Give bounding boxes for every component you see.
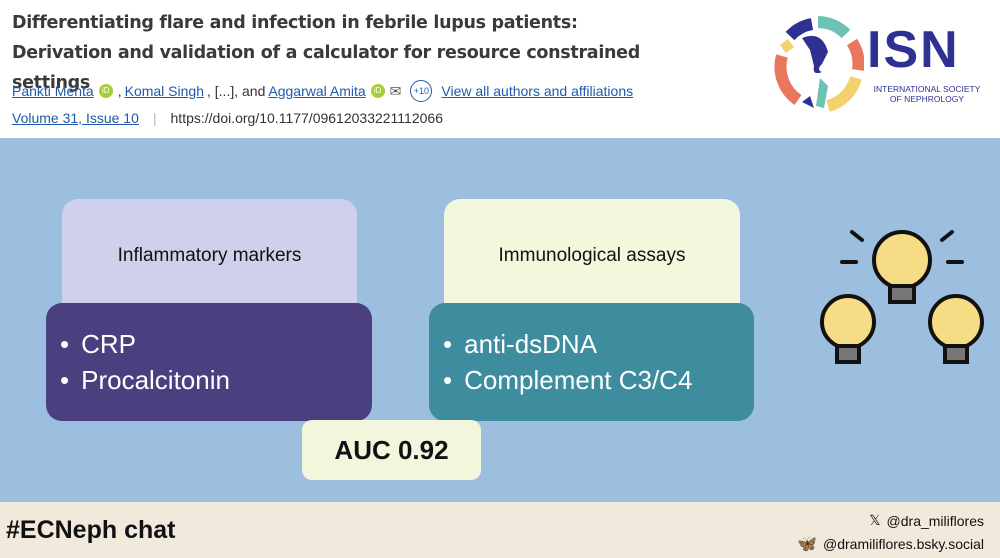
article-header: Differentiating flare and infection in f… xyxy=(0,0,1000,138)
isn-globe-icon xyxy=(774,16,865,112)
doi-text: https://doi.org/10.1177/0961203322111206… xyxy=(170,110,443,126)
list-item: anti-dsDNA xyxy=(443,326,597,362)
isn-logo-text: ISN xyxy=(867,21,960,79)
article-meta: Volume 31, Issue 10 | https://doi.org/10.1… xyxy=(12,110,443,126)
hashtag: #ECNeph chat xyxy=(6,516,176,544)
x-icon: 𝕏 xyxy=(869,512,881,528)
article-title: Differentiating flare and infection in f… xyxy=(12,13,640,93)
x-handle-text: @dra_miliflores xyxy=(886,512,984,529)
author-link[interactable]: Komal Singh xyxy=(124,83,204,99)
list-item: CRP xyxy=(60,326,136,362)
bluesky-handle[interactable]: 🦋 @dramiliflores.bsky.social xyxy=(797,534,984,554)
auc-badge: AUC 0.92 xyxy=(302,420,481,480)
inflammatory-markers-header: Inflammatory markers xyxy=(62,199,357,317)
immunological-assays-list: anti-dsDNA Complement C3/C4 xyxy=(429,303,754,421)
more-authors-button[interactable]: +10 xyxy=(410,80,433,102)
inflammatory-markers-list: CRP Procalcitonin xyxy=(46,303,372,421)
bluesky-butterfly-icon: 🦋 xyxy=(797,536,817,553)
divider: | xyxy=(152,110,157,126)
lightbulbs-icon xyxy=(820,230,984,364)
bluesky-handle-text: @dramiliflores.bsky.social xyxy=(823,536,984,552)
separator: , xyxy=(117,83,122,99)
ellipsis-text: , [...], and xyxy=(207,83,266,99)
orcid-icon[interactable]: iD xyxy=(370,84,385,98)
isn-logo: ISN INTERNATIONAL SOCIETY OF NEPHROLOGY xyxy=(772,16,982,112)
view-all-authors-link[interactable]: View all authors and affiliations xyxy=(441,83,634,99)
infographic-panel: Inflammatory markers Immunological assay… xyxy=(0,138,1000,502)
footer: #ECNeph chat 𝕏 @dra_miliflores 🦋 @dramil… xyxy=(0,502,1000,558)
author-list: Pankti Mehta iD , Komal Singh , [...], a… xyxy=(12,80,633,102)
author-link[interactable]: Aggarwal Amita xyxy=(268,83,366,99)
list-item: Procalcitonin xyxy=(60,362,230,398)
volume-link[interactable]: Volume 31, Issue 10 xyxy=(12,110,139,126)
orcid-icon[interactable]: iD xyxy=(98,84,113,98)
mail-icon[interactable]: ✉ xyxy=(389,82,402,99)
immunological-assays-header: Immunological assays xyxy=(444,199,740,317)
isn-logo-subtitle: INTERNATIONAL SOCIETY OF NEPHROLOGY xyxy=(873,84,981,104)
x-handle[interactable]: 𝕏 @dra_miliflores xyxy=(869,512,984,529)
author-link[interactable]: Pankti Mehta xyxy=(12,83,94,99)
list-item: Complement C3/C4 xyxy=(443,362,692,398)
